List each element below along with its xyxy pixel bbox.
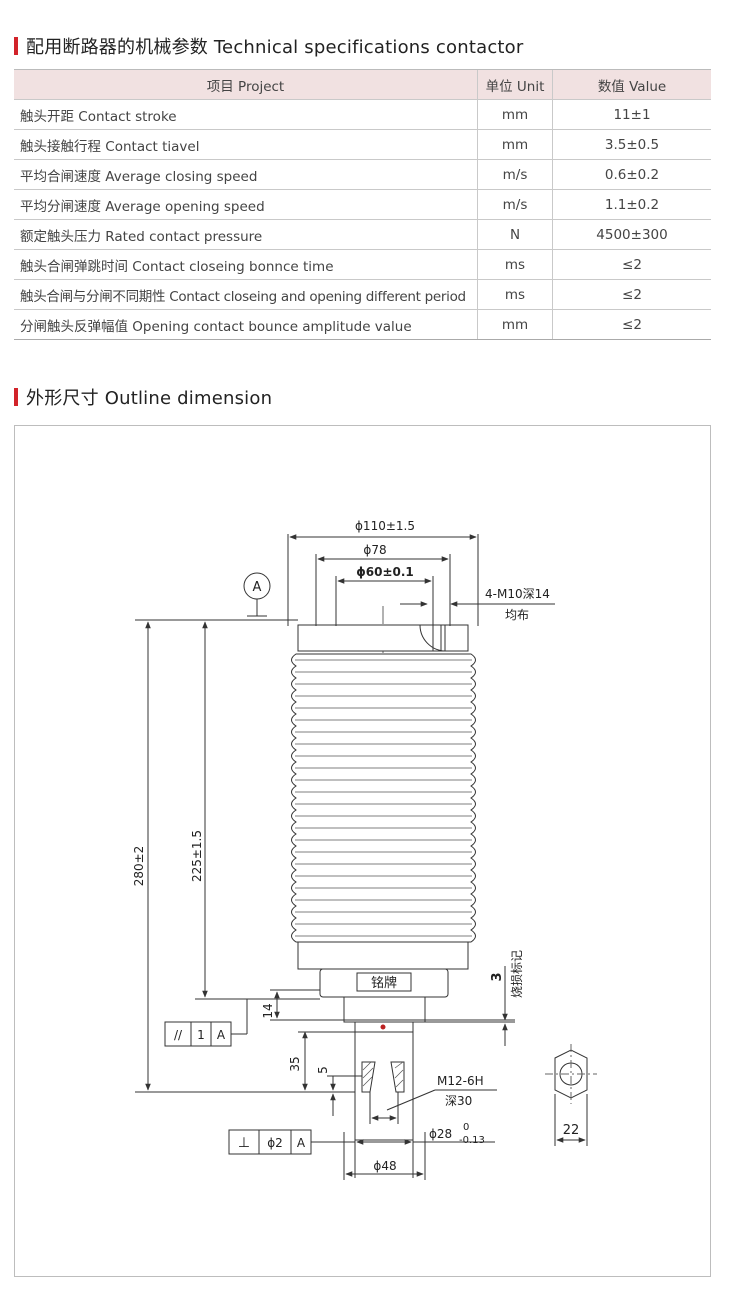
row-unit: ms: [477, 249, 553, 280]
dim-lines-top: [287, 534, 555, 626]
dim-lines-bottom: [343, 1092, 495, 1180]
table-row: 触头合闸弹跳时间 Contact closeing bonnce time ms…: [14, 249, 711, 280]
parallel-value: 1: [197, 1028, 205, 1042]
row-value: ≤2: [552, 249, 711, 280]
burn-mark-dot: [380, 1024, 386, 1030]
perp-datum: A: [297, 1136, 306, 1150]
dim-280: 280±2: [132, 846, 146, 887]
bottom-thread-leader: [386, 1089, 436, 1111]
row-value: 0.6±0.2: [552, 159, 711, 190]
table-row: 平均分闸速度 Average opening speed m/s 1.1±0.2: [14, 189, 711, 220]
header-unit: 单位 Unit: [477, 69, 553, 100]
row-value: 3.5±0.5: [552, 129, 711, 160]
dim-phi28-tol-upper: 0: [463, 1122, 469, 1133]
dim-thread-top-note: 均布: [505, 608, 529, 622]
row-project: 触头合闸弹跳时间 Contact closeing bonnce time: [14, 249, 478, 280]
spec-section-title-text: 配用断路器的机械参数 Technical specifications cont…: [26, 37, 524, 58]
parallel-symbol: //: [174, 1028, 183, 1042]
row-project: 额定触头压力 Rated contact pressure: [14, 219, 478, 250]
row-project: 平均分闸速度 Average opening speed: [14, 189, 478, 220]
table-row: 分闸触头反弹幅值 Opening contact bounce amplitud…: [14, 309, 711, 340]
nameplate-label: 铭牌: [371, 975, 397, 991]
datum-a-label: A: [253, 580, 262, 595]
row-project: 触头开距 Contact stroke: [14, 99, 478, 130]
dim-225: 225±1.5: [190, 830, 204, 882]
dim-lines-left: [135, 619, 515, 1116]
outline-section-title: 外形尺寸 Outline dimension: [14, 384, 272, 410]
row-project: 触头接触行程 Contact tiavel: [14, 129, 478, 160]
row-value: 4500±300: [552, 219, 711, 250]
row-unit: mm: [477, 99, 553, 130]
table-row: 触头开距 Contact stroke mm 11±1: [14, 99, 711, 130]
dim-phi48: ϕ48: [373, 1159, 396, 1173]
parallel-datum: A: [217, 1028, 226, 1042]
perp-symbol: ⊥: [238, 1135, 250, 1151]
moving-shaft: [343, 996, 426, 1023]
dim-3: 3: [490, 972, 505, 981]
dim-thread-top: 4-M10深14: [485, 587, 550, 601]
section-marker: [14, 37, 18, 55]
row-value: 1.1±0.2: [552, 189, 711, 220]
dim-phi28: ϕ28: [429, 1127, 452, 1141]
section-marker: [14, 388, 18, 406]
row-value: 11±1: [552, 99, 711, 130]
spec-section-title: 配用断路器的机械参数 Technical specifications cont…: [14, 33, 524, 59]
table-row: 额定触头压力 Rated contact pressure N 4500±300: [14, 219, 711, 250]
lower-skirt: [297, 941, 469, 970]
bottom-thread-hatch: [362, 1061, 404, 1088]
header-value: 数值 Value: [552, 69, 711, 100]
row-unit: m/s: [477, 159, 553, 190]
dim-phi78: ϕ78: [363, 543, 386, 557]
dim-thread-bottom: M12-6H: [437, 1074, 484, 1088]
spec-table: 项目 Project 单位 Unit 数值 Value 触头开距 Contact…: [14, 69, 711, 340]
parallel-frame: [164, 1021, 232, 1047]
perp-frame: [228, 1129, 312, 1155]
dim-lines-right: [413, 966, 515, 1046]
dim-22: 22: [563, 1123, 580, 1138]
row-project: 分闸触头反弹幅值 Opening contact bounce amplitud…: [14, 309, 478, 340]
row-unit: mm: [477, 309, 553, 340]
row-unit: mm: [477, 129, 553, 160]
dim-5: 5: [316, 1066, 330, 1074]
bellows-ribs: [295, 659, 472, 937]
row-project: 触头合闸与分闸不同期性 Contact closeing and opening…: [14, 279, 478, 310]
dim-phi60: ϕ60±0.1: [356, 565, 414, 579]
row-value: ≤2: [552, 279, 711, 310]
dim-phi28-tol-lower: -0.13: [459, 1135, 485, 1146]
mark-burn: 烧损标记: [510, 950, 524, 998]
bellows-body: [291, 653, 476, 943]
row-value: ≤2: [552, 309, 711, 340]
outline-drawing: 铭牌 ϕ110±1.5 ϕ78 ϕ60±0.1 4-M10深14 均布 A: [14, 425, 711, 1277]
header-project: 项目 Project: [14, 69, 478, 100]
table-row: 触头合闸与分闸不同期性 Contact closeing and opening…: [14, 279, 711, 310]
row-unit: ms: [477, 279, 553, 310]
dim-35: 35: [288, 1056, 302, 1071]
row-unit: m/s: [477, 189, 553, 220]
perp-value: ϕ2: [267, 1136, 283, 1150]
table-row: 平均合闸速度 Average closing speed m/s 0.6±0.2: [14, 159, 711, 190]
dim-phi110: ϕ110±1.5: [355, 519, 415, 533]
nameplate-box: [356, 972, 412, 992]
dim-14: 14: [261, 1003, 275, 1018]
row-unit: N: [477, 219, 553, 250]
row-project: 平均合闸速度 Average closing speed: [14, 159, 478, 190]
spec-table-header: 项目 Project 单位 Unit 数值 Value: [14, 69, 711, 100]
outline-section-title-text: 外形尺寸 Outline dimension: [26, 388, 273, 409]
table-row: 触头接触行程 Contact tiavel mm 3.5±0.5: [14, 129, 711, 160]
dim-thread-bottom-depth: 深30: [445, 1094, 472, 1108]
outline-drawing-svg: 铭牌 ϕ110±1.5 ϕ78 ϕ60±0.1 4-M10深14 均布 A: [132, 519, 597, 1180]
